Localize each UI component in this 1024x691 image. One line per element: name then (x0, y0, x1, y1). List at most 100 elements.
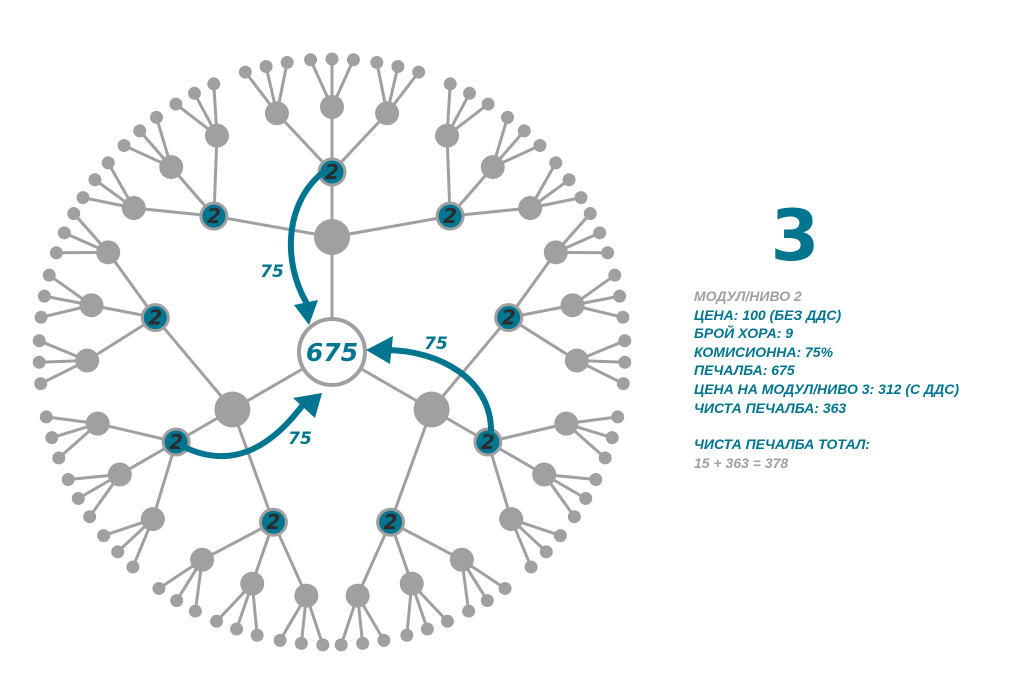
leaf-node (611, 410, 625, 424)
leaf-node (304, 53, 318, 67)
leaf-node (420, 622, 434, 636)
level3-node (75, 348, 100, 373)
leaf-node (462, 604, 476, 618)
leaf-node (152, 581, 166, 595)
leaf-node (101, 156, 115, 170)
leaf-node (207, 77, 221, 91)
leaf-node (316, 638, 330, 652)
leaf-node (230, 622, 244, 636)
leaf-node (39, 410, 53, 424)
level2-label: 2 (443, 204, 457, 228)
center-node (297, 317, 367, 387)
info-panel: МОДУЛ/НИВО 2 ЦЕНА: 100 (БЕЗ ДДС) БРОЙ ХО… (694, 287, 959, 472)
leaf-node (210, 614, 224, 628)
leaf-node (589, 473, 603, 487)
leaf-node (334, 638, 348, 652)
info-line: БРОЙ ХОРА: 9 (694, 325, 794, 342)
level2-label: 2 (384, 510, 398, 534)
level2-node (473, 427, 503, 457)
leaf-node (126, 560, 140, 574)
level2-label: 2 (502, 306, 516, 330)
level1-node (214, 391, 251, 428)
leaf-node (579, 492, 593, 505)
total-value: 15 + 363 = 378 (694, 454, 789, 471)
level2-node (435, 201, 465, 231)
leaf-node (273, 633, 287, 647)
level2-label: 2 (481, 430, 495, 454)
leaf-node (583, 207, 597, 221)
leaf-node (356, 636, 370, 650)
leaf-node (616, 310, 630, 324)
level3-node (140, 507, 165, 532)
level3-node (107, 462, 132, 487)
leaf-node (616, 377, 630, 391)
level3-node (85, 411, 110, 436)
level2-node (494, 303, 524, 333)
leaf-node (325, 52, 339, 66)
leaf-node (34, 377, 48, 391)
leaf-node (562, 173, 576, 187)
level3-node (532, 462, 557, 487)
level3-node (543, 240, 568, 265)
leaf-node (370, 55, 384, 69)
level2-node (199, 201, 229, 231)
level2-node (376, 507, 406, 537)
leaf-node (574, 191, 588, 205)
commission-arrow (287, 167, 329, 305)
leaf-node (539, 545, 553, 559)
level3-node (435, 123, 460, 148)
leaf-node (608, 268, 622, 282)
leaf-node (400, 628, 414, 642)
level3-node (499, 507, 524, 532)
leaf-node (605, 431, 619, 445)
info-line: КОМИСИОННА: 75% (694, 343, 834, 360)
leaf-node (440, 614, 454, 628)
leaf-node (346, 53, 360, 67)
level3-node (554, 411, 579, 436)
leaf-node (117, 139, 131, 153)
leaf-node (71, 492, 85, 505)
leaf-node (618, 334, 632, 348)
level3-node (480, 155, 505, 180)
level3-node (159, 155, 184, 180)
leaf-node (45, 431, 59, 445)
level2-label: 2 (266, 510, 280, 534)
leaf-node (618, 355, 632, 369)
leaf-node (61, 473, 75, 487)
arrowhead-icon (293, 393, 322, 418)
leaf-node (250, 628, 264, 642)
leaf-node (32, 334, 46, 348)
level2-node (140, 303, 170, 333)
info-line: ЦЕНА: 100 (БЕЗ ДДС) (694, 306, 842, 323)
leaf-node (412, 65, 426, 79)
arrowhead-icon (366, 336, 393, 364)
level3-node (121, 195, 146, 220)
info-line: ЦЕНА НА МОДУЛ/НИВО 3: 312 (С ДДС) (694, 380, 960, 397)
leaf-node (149, 110, 163, 124)
leaf-node (169, 97, 183, 111)
leaf-node (553, 529, 567, 543)
leaf-node (443, 77, 457, 91)
leaf-node (567, 510, 581, 524)
leaf-node (42, 268, 56, 282)
leaf-node (593, 226, 607, 240)
level3-node (564, 348, 589, 373)
commission-arrow (179, 399, 308, 460)
leaf-node (549, 156, 563, 170)
level3-node (204, 123, 229, 148)
leaf-node (97, 529, 111, 543)
leaf-node (377, 633, 391, 647)
leaf-node (52, 451, 66, 465)
leaf-node (187, 86, 201, 100)
level-number: 3 (770, 195, 820, 277)
commission-label: 75 (424, 334, 448, 354)
level3-node (518, 195, 543, 220)
leaf-node (463, 86, 477, 100)
leaf-node (480, 593, 494, 607)
commission-label: 75 (260, 262, 284, 282)
leaf-node (170, 593, 184, 607)
leaf-node (524, 560, 538, 574)
level2-node (258, 507, 288, 537)
level3-node (264, 101, 289, 126)
